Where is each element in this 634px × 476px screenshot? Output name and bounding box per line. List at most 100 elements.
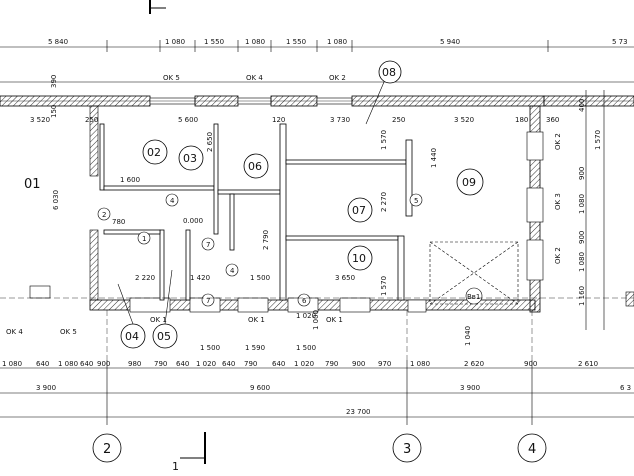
dim-label: 780	[112, 218, 125, 226]
dim-bottom-row2: 9 600	[250, 384, 270, 392]
window-label: OK 2	[554, 247, 562, 264]
svg-text:4: 4	[170, 197, 175, 205]
dim-inner: 180	[515, 116, 528, 124]
dimension-chain-bottom	[0, 360, 634, 425]
window-label: OK 1	[150, 316, 167, 324]
svg-text:2: 2	[102, 211, 106, 219]
dim-bottom: 1 080	[58, 360, 78, 368]
room-07-circle	[347, 197, 373, 223]
room-01-label: 01	[24, 177, 41, 192]
dim-bottom: 790	[154, 360, 167, 368]
callout-marks: 1 2 4 5 6 7 7 4	[97, 193, 423, 307]
dim-inner: 3 730	[330, 116, 350, 124]
dim-label: 6 030	[52, 190, 60, 210]
room-08-label: 08	[382, 66, 396, 79]
vestibule-label: Вв1	[467, 293, 480, 301]
dim-total: 23 700	[346, 408, 371, 416]
dim-inner: 3 520	[30, 116, 50, 124]
dim-label: 1 590	[245, 344, 265, 352]
room-07-label: 07	[352, 204, 366, 217]
dim-bottom: 2 620	[464, 360, 484, 368]
dim-inner: 250	[85, 116, 98, 124]
dim-bottom: 640	[80, 360, 93, 368]
dim-bottom: 1 080	[2, 360, 22, 368]
room-09-circle	[456, 168, 484, 196]
dim-bottom: 1 020	[294, 360, 314, 368]
window-label: OK 1	[248, 316, 265, 324]
dim-top-4: 1 080	[245, 38, 265, 46]
dim-right: 900	[578, 231, 586, 244]
dim-right: 1 160	[578, 286, 586, 306]
room-05-label: 05	[157, 330, 171, 343]
dim-label: 1 420	[190, 274, 210, 282]
interior-walls	[99, 123, 413, 301]
right-edge-block	[625, 291, 634, 307]
dim-label: 390	[50, 75, 58, 88]
axis-marker-2: 2	[92, 433, 122, 463]
dim-top-8: 5 73	[612, 38, 628, 46]
left-wall-lower	[89, 229, 99, 301]
section-mark-bottom: 1	[172, 432, 206, 473]
dim-top-1: 5 840	[48, 38, 68, 46]
dim-right: 1 080	[578, 252, 586, 272]
dim-right: 1 570	[594, 130, 602, 150]
window-label: OK 2	[554, 133, 562, 150]
dim-bottom: 2 610	[578, 360, 598, 368]
dim-label: 1 500	[200, 344, 220, 352]
stair-void	[429, 241, 519, 305]
room-08-circle	[378, 60, 402, 84]
dim-label: 2 790	[262, 230, 270, 250]
svg-text:4: 4	[528, 442, 536, 457]
room-04-label: 04	[125, 330, 139, 343]
dim-top-7: 5 940	[440, 38, 460, 46]
room-03-label: 03	[183, 152, 197, 165]
room-03-circle	[178, 145, 204, 171]
dim-bottom: 900	[97, 360, 110, 368]
dim-label: 2 650	[206, 132, 214, 152]
svg-text:3: 3	[403, 442, 411, 457]
exterior-wall-right	[526, 105, 544, 313]
left-wall	[89, 105, 99, 177]
dim-bottom: 790	[325, 360, 338, 368]
entrance-porch	[29, 285, 51, 299]
dim-bottom: 640	[222, 360, 235, 368]
dim-label: 1 020	[296, 312, 316, 320]
exterior-wall-top	[0, 95, 634, 107]
svg-text:6: 6	[302, 297, 307, 305]
window-label: OK 3	[554, 193, 562, 210]
svg-text:2: 2	[103, 442, 111, 457]
dim-right: 1 080	[578, 194, 586, 214]
dim-label: 1 440	[430, 148, 438, 168]
dim-bottom: 640	[36, 360, 49, 368]
window-label: OK 5	[60, 328, 77, 336]
svg-text:7: 7	[206, 241, 210, 249]
dim-label: 1 000	[312, 310, 320, 330]
window-label: OK 5	[163, 74, 180, 82]
axis-marker-3: 3	[392, 433, 422, 463]
room-09-label: 09	[462, 176, 476, 189]
dim-inner: 360	[546, 116, 559, 124]
section-mark-top	[149, 0, 166, 14]
dim-top-5: 1 550	[286, 38, 306, 46]
dim-right: 900	[578, 167, 586, 180]
dim-bottom: 980	[128, 360, 141, 368]
window-label: OK 2	[329, 74, 346, 82]
svg-text:7: 7	[206, 297, 210, 305]
axis-marker-4: 4	[517, 433, 547, 463]
svg-text:4: 4	[230, 267, 235, 275]
dim-inner: 3 520	[454, 116, 474, 124]
dim-bottom: 1 020	[196, 360, 216, 368]
window-label: OK 4	[246, 74, 263, 82]
room-10-circle	[347, 245, 373, 271]
dim-bottom: 790	[244, 360, 257, 368]
dim-label: 1 500	[296, 344, 316, 352]
dim-inner: 120	[272, 116, 285, 124]
window-label: OK 1	[326, 316, 343, 324]
grid-axis-lines	[0, 297, 634, 360]
svg-text:1: 1	[172, 460, 179, 473]
dimension-chain-right	[585, 90, 605, 330]
exterior-wall-bottom	[89, 297, 536, 313]
dim-bottom-row2: 3 900	[460, 384, 480, 392]
dim-inner: 5 600	[178, 116, 198, 124]
